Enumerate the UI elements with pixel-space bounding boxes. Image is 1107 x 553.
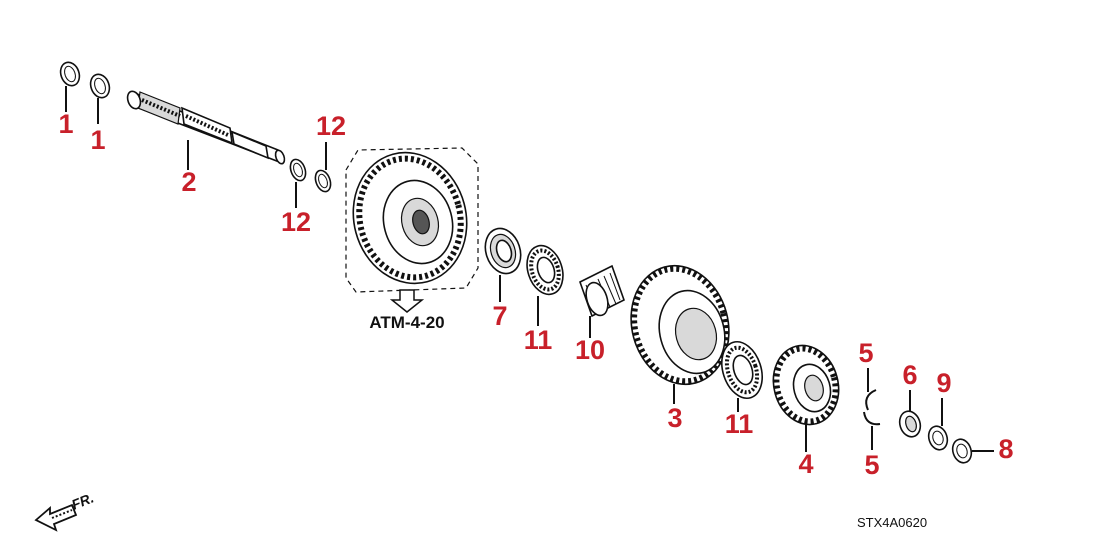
direction-label: FR. (69, 489, 96, 512)
o-ring-12a[interactable] (288, 157, 309, 182)
callout-6: 6 (902, 360, 917, 390)
thrust-bearing-11a[interactable] (521, 241, 569, 299)
seal-ring-1b[interactable] (87, 72, 112, 101)
reference-label[interactable]: ATM-4-20 (369, 313, 444, 332)
callout-1a: 1 (58, 109, 73, 139)
callout-4: 4 (798, 449, 813, 479)
leader-lines (65, 86, 994, 452)
callout-11b: 11 (725, 409, 754, 439)
front-direction-arrow-icon (34, 503, 78, 532)
down-arrow-icon (389, 289, 425, 313)
cotter-5a[interactable] (865, 389, 877, 411)
callout-10: 10 (575, 335, 605, 365)
ball-bearing[interactable] (480, 224, 527, 278)
figure-code: STX4A0620 (857, 515, 927, 530)
mainshaft[interactable] (125, 89, 286, 165)
gear-4[interactable] (765, 338, 848, 432)
callout-1b: 1 (90, 125, 105, 155)
callout-2: 2 (181, 167, 196, 197)
o-ring-12b[interactable] (313, 168, 334, 193)
washer[interactable] (926, 424, 951, 452)
callouts: 1 1 2 12 12 7 11 10 3 11 4 5 5 6 9 8 (58, 109, 1013, 480)
callout-11a: 11 (524, 325, 553, 355)
thrust-bearing-11b[interactable] (715, 337, 769, 404)
needle-bearing[interactable] (579, 264, 625, 318)
cotter-5b[interactable] (863, 411, 881, 426)
gear-3[interactable] (618, 255, 742, 396)
callout-5b: 5 (864, 450, 879, 480)
callout-12b: 12 (281, 207, 311, 237)
collar[interactable] (896, 409, 923, 440)
callout-5a: 5 (858, 338, 873, 368)
callout-8: 8 (998, 434, 1013, 464)
lock-nut[interactable] (950, 437, 975, 465)
seal-ring-1a[interactable] (57, 60, 82, 89)
clutch-assembly[interactable] (339, 140, 481, 296)
callout-3: 3 (667, 403, 682, 433)
callout-7: 7 (492, 301, 507, 331)
callout-9: 9 (936, 368, 951, 398)
callout-12a: 12 (316, 111, 346, 141)
